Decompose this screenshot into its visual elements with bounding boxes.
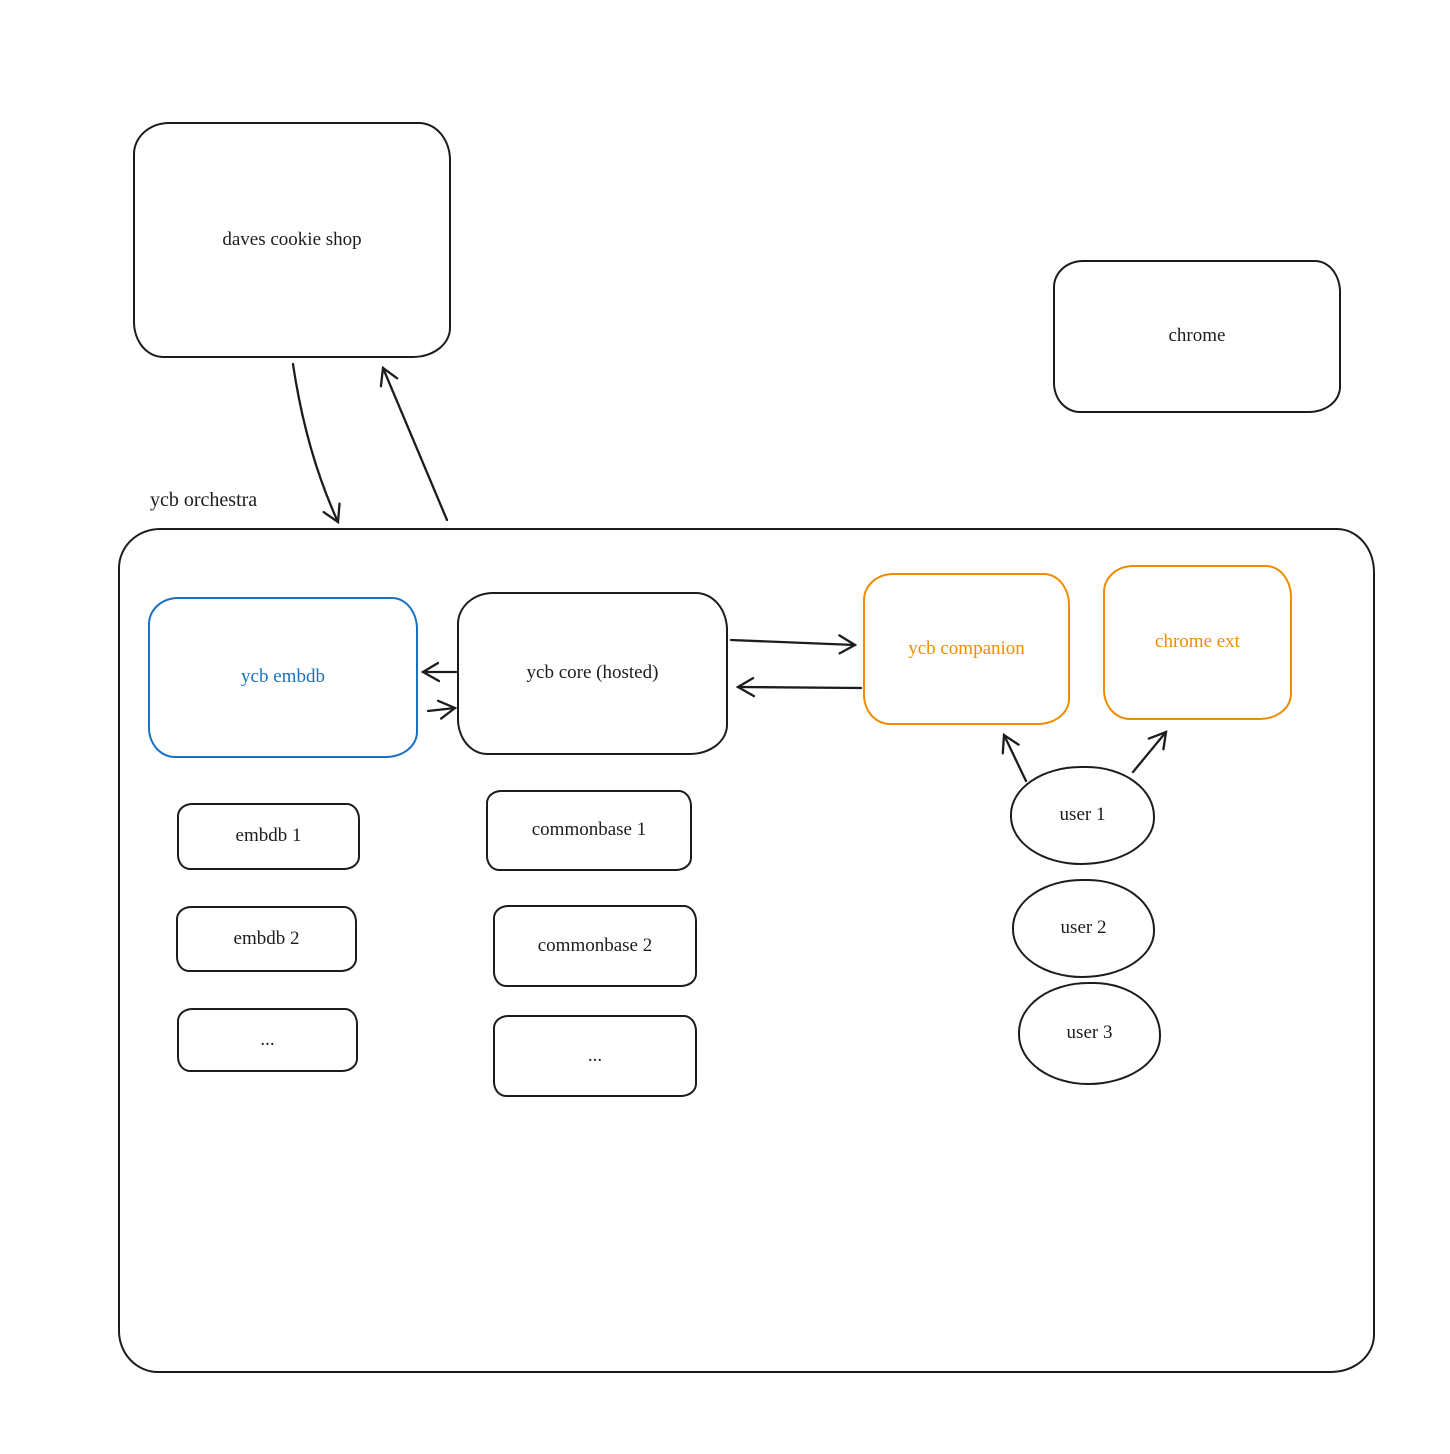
edge-orchestra-to-daves [379,365,449,522]
node-daves-cookie-shop: daves cookie shop [133,122,451,358]
edge-daves-to-orchestra [291,362,341,525]
node-daves-cookie-shop-label: daves cookie shop [222,228,362,250]
node-chrome-label: chrome [1168,325,1226,347]
node-user-1-label: user 1 [1059,804,1106,826]
node-embdb-1: embdb 1 [177,803,360,870]
node-user-3-label: user 3 [1066,1022,1113,1044]
node-embdb-more-label: ... [260,1028,275,1050]
node-commonbase-2-label: commonbase 2 [537,934,653,956]
node-commonbase-2: commonbase 2 [493,905,697,987]
node-ycb-companion: ycb companion [863,573,1070,725]
node-embdb-more: ... [177,1008,358,1072]
node-commonbase-more-label: ... [587,1044,603,1066]
node-commonbase-more: ... [493,1015,697,1097]
node-commonbase-1-label: commonbase 1 [531,819,647,841]
node-ycb-companion-label: ycb companion [908,637,1025,659]
node-user-2-label: user 2 [1060,917,1107,939]
node-ycb-embdb-label: ycb embdb [241,666,325,688]
node-ycb-embdb: ycb embdb [148,597,418,758]
node-embdb-2-label: embdb 2 [233,927,300,949]
node-ycb-core-label: ycb core (hosted) [526,662,659,684]
node-commonbase-1: commonbase 1 [486,790,692,871]
node-chrome-ext: chrome ext [1103,565,1292,720]
node-user-2: user 2 [1012,879,1155,978]
ycb-orchestra-label: ycb orchestra [150,489,258,511]
node-user-1: user 1 [1010,766,1155,865]
node-ycb-core: ycb core (hosted) [457,592,728,755]
node-chrome-ext-label: chrome ext [1155,631,1240,653]
node-user-3: user 3 [1018,982,1161,1085]
node-embdb-1-label: embdb 1 [235,825,302,847]
node-embdb-2: embdb 2 [176,906,357,972]
node-chrome: chrome [1053,260,1341,413]
